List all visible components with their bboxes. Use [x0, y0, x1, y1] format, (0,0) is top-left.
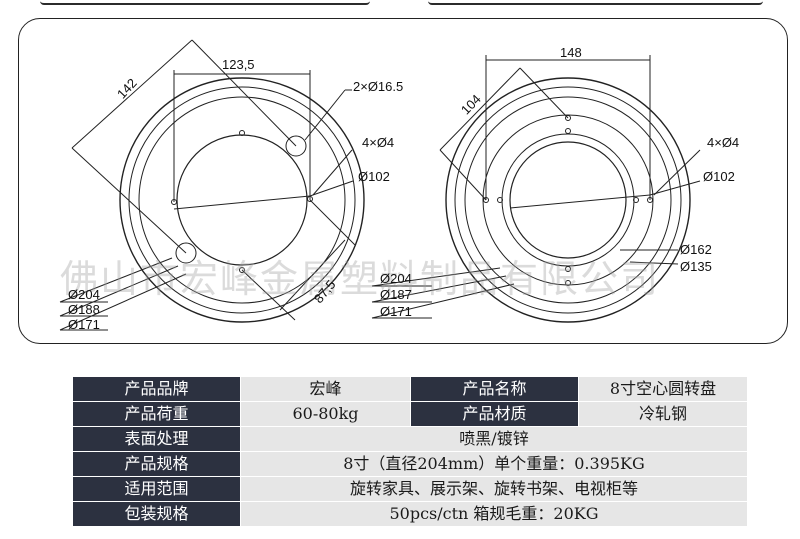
top-divider-left	[40, 0, 370, 5]
material-label: 产品材质	[410, 401, 579, 427]
left-large-hole	[175, 242, 197, 264]
right-turntable	[371, 55, 701, 323]
right-dim-148: 148	[560, 45, 582, 60]
left-small-hole	[239, 130, 245, 136]
right-ring-187	[454, 86, 682, 314]
right-small-holes-label: 4×Ø4	[707, 135, 740, 150]
top-divider-right	[428, 0, 763, 5]
right-small-hole	[565, 115, 571, 121]
left-center-hole	[176, 134, 308, 266]
left-large-holes-label: 2×Ø16.5	[353, 79, 404, 94]
left-87-ext	[309, 199, 356, 246]
left-small-holes-label: 4×Ø4	[362, 135, 395, 150]
brand-value: 宏峰	[240, 376, 411, 402]
right-small-hole	[633, 197, 639, 203]
left-large-hole	[285, 135, 307, 157]
right-d135-label: Ø135	[680, 259, 712, 274]
load-label: 产品荷重	[72, 401, 241, 427]
table-row: 适用范围 旋转家具、展示架、旋转书架、电视柜等	[72, 476, 748, 502]
right-d102-label: Ø102	[703, 169, 735, 184]
left-dim-123-5: 123,5	[222, 57, 255, 72]
left-small-leader	[312, 149, 353, 196]
brand-label: 产品品牌	[72, 376, 241, 402]
table-row: 产品荷重 60-80kg 产品材质 冷轧钢	[72, 401, 748, 427]
material-value: 冷轧钢	[578, 401, 748, 427]
right-small-leader	[653, 149, 701, 196]
left-leader-188	[59, 265, 179, 317]
right-d102-leader	[649, 180, 701, 196]
right-d204-label: Ø204	[380, 271, 412, 286]
table-row: 表面处理 喷黑/镀锌	[72, 426, 748, 452]
name-value: 8寸空心圆转盘	[578, 376, 748, 402]
left-ring-171	[138, 96, 346, 304]
technical-drawing	[59, 39, 701, 331]
right-small-hole	[565, 266, 571, 272]
right-ring-204	[445, 77, 691, 323]
surface-value: 喷黑/镀锌	[240, 426, 748, 452]
left-leader-171	[59, 273, 187, 331]
right-small-hole	[565, 280, 571, 286]
left-87-ext	[241, 269, 296, 321]
spec-label: 产品规格	[72, 451, 241, 477]
right-ring-171	[464, 96, 672, 304]
table-row: 产品品牌 宏峰 产品名称 8寸空心圆转盘	[72, 376, 748, 402]
left-ring-204	[119, 77, 365, 323]
left-ext-line	[71, 147, 187, 254]
right-ring-135	[501, 133, 635, 267]
right-d162-label: Ø162	[680, 242, 712, 257]
left-dim-142-line	[71, 39, 193, 149]
right-leader-204	[371, 267, 501, 287]
left-ext-line	[191, 39, 297, 147]
left-d102-leader	[309, 180, 354, 197]
right-d187-label: Ø187	[380, 287, 412, 302]
spec-value: 8寸（直径204mm）单个重量：0.395KG	[240, 451, 748, 477]
pack-value: 50pcs/ctn 箱规毛重：20KG	[240, 501, 748, 527]
left-d171-label: Ø171	[68, 317, 100, 332]
pack-label: 包装规格	[72, 501, 241, 527]
right-d171-label: Ø171	[380, 304, 412, 319]
left-d204-label: Ø204	[68, 287, 100, 302]
table-row: 产品规格 8寸（直径204mm）单个重量：0.395KG	[72, 451, 748, 477]
table-row: 包装规格 50pcs/ctn 箱规毛重：20KG	[72, 501, 748, 527]
right-leader-187	[371, 275, 507, 303]
surface-label: 表面处理	[72, 426, 241, 452]
spec-table: 产品品牌 宏峰 产品名称 8寸空心圆转盘 产品荷重 60-80kg 产品材质 冷…	[72, 376, 748, 527]
left-hole-leader	[304, 89, 346, 141]
right-d102-line	[509, 194, 651, 209]
right-ext-line	[519, 67, 569, 119]
load-value: 60-80kg	[240, 401, 411, 427]
right-leader-135	[629, 261, 679, 265]
right-dim-104-line	[439, 67, 521, 151]
left-small-hole	[239, 267, 245, 273]
right-small-hole	[565, 128, 571, 134]
left-d102-line	[173, 195, 311, 210]
right-ext-line	[439, 149, 487, 201]
left-d102-label: Ø102	[358, 169, 390, 184]
left-87-line	[279, 239, 346, 311]
left-d188-label: Ø188	[68, 302, 100, 317]
usage-label: 适用范围	[72, 476, 241, 502]
left-turntable	[59, 39, 365, 331]
name-label: 产品名称	[410, 376, 579, 402]
company-watermark: 佛山市宏峰金属塑料制品有限公司	[60, 257, 661, 301]
technical-drawing-frame	[18, 18, 788, 344]
usage-value: 旋转家具、展示架、旋转书架、电视柜等	[240, 476, 748, 502]
right-center-hole	[509, 141, 627, 259]
right-leader-171	[371, 283, 515, 319]
left-leader-204	[59, 257, 173, 303]
right-small-hole	[497, 197, 503, 203]
